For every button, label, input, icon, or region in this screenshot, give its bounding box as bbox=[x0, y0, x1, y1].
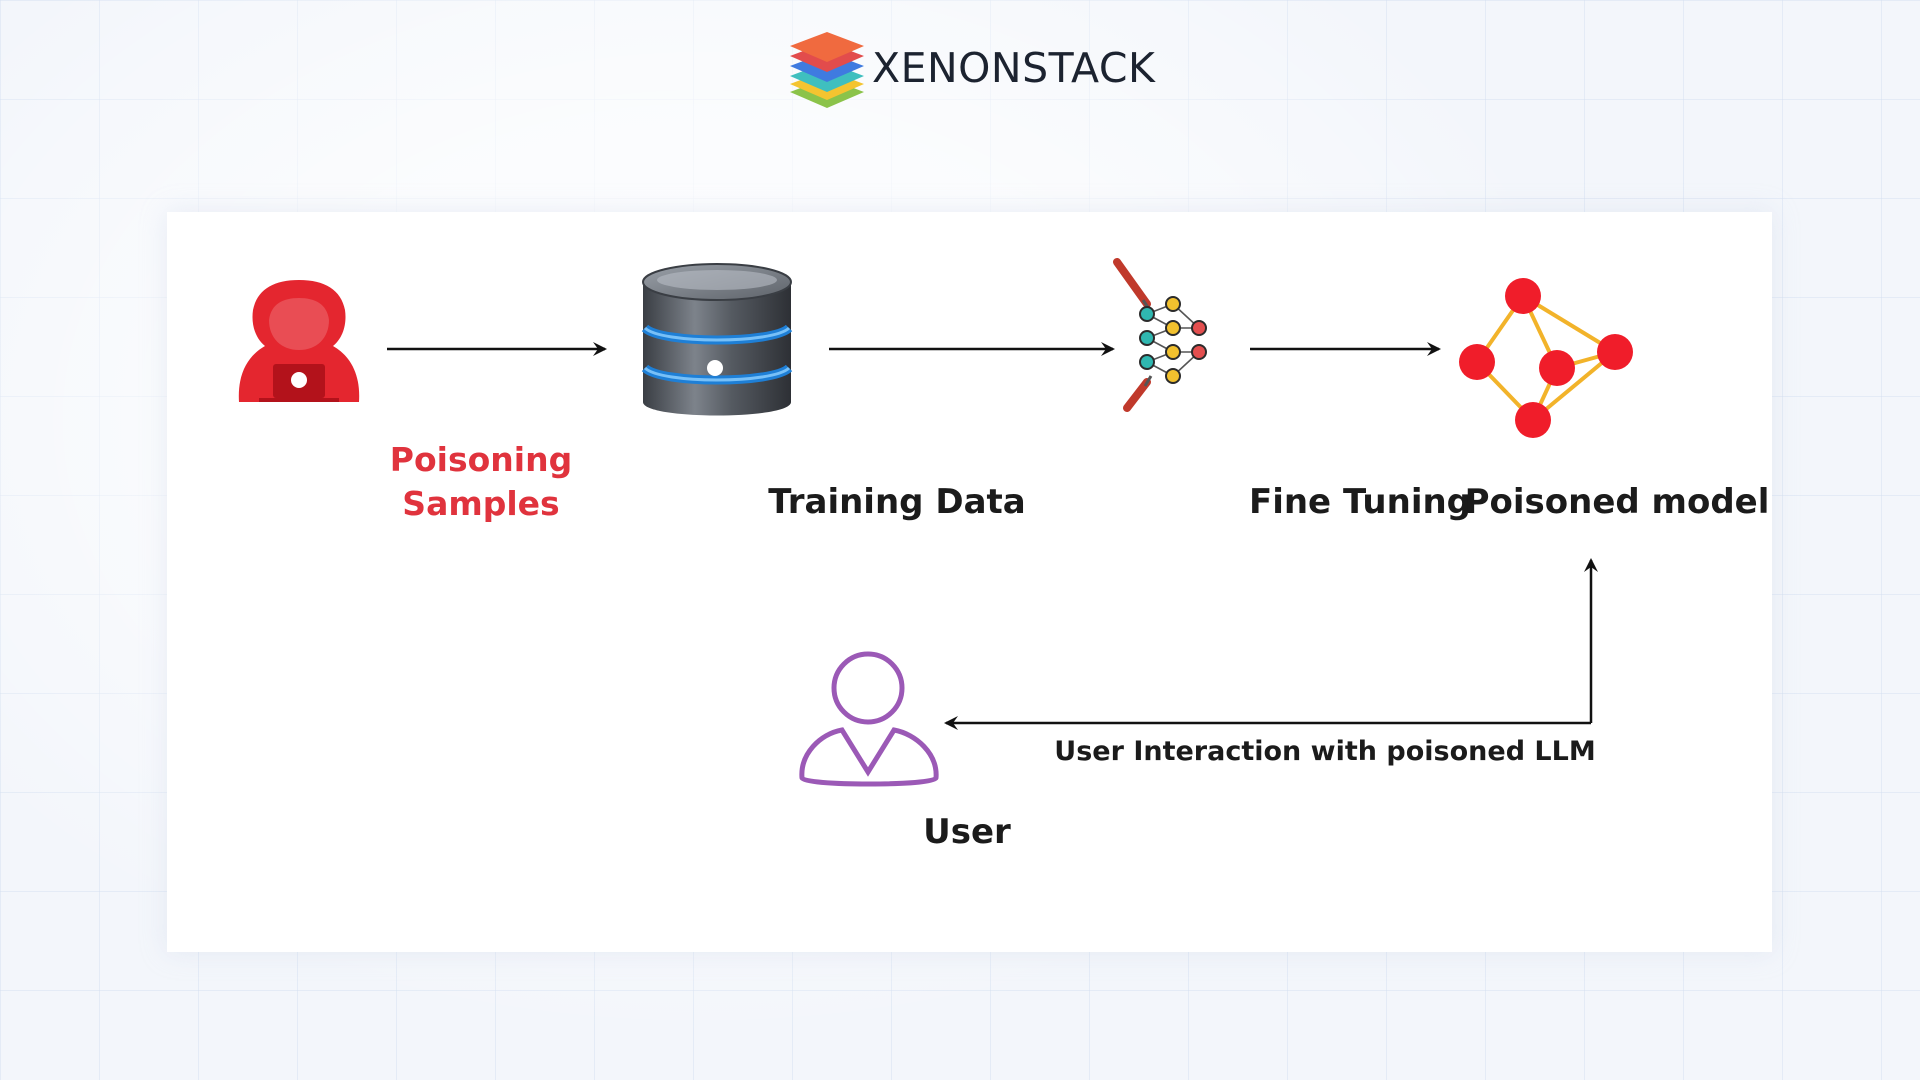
node-label-user: User bbox=[923, 812, 1011, 852]
diagram-canvas bbox=[238, 258, 1633, 787]
neural-network-tools-icon bbox=[1113, 258, 1207, 412]
node-label-fine-tuning: Fine Tuning bbox=[1248, 482, 1472, 522]
diagram-card: Poisoning Samples Training Data Fine Tun… bbox=[167, 212, 1772, 952]
node-label-poisoning-samples: Poisoning Samples bbox=[389, 440, 573, 523]
database-icon bbox=[641, 263, 793, 416]
user-outline-icon bbox=[799, 651, 939, 787]
red-node-graph-icon bbox=[1459, 278, 1633, 438]
edge-label-user-interaction: User Interaction with poisoned LLM bbox=[1054, 736, 1596, 767]
brand-logo: XENONSTACK bbox=[788, 26, 1155, 110]
node-label-poisoned-model: Poisoned model bbox=[1464, 482, 1770, 522]
node-label-training-data: Training Data bbox=[768, 482, 1026, 522]
stacked-layers-logo-icon bbox=[790, 32, 864, 108]
brand-name: XENONSTACK bbox=[872, 44, 1156, 92]
hacker-icon bbox=[238, 280, 360, 402]
